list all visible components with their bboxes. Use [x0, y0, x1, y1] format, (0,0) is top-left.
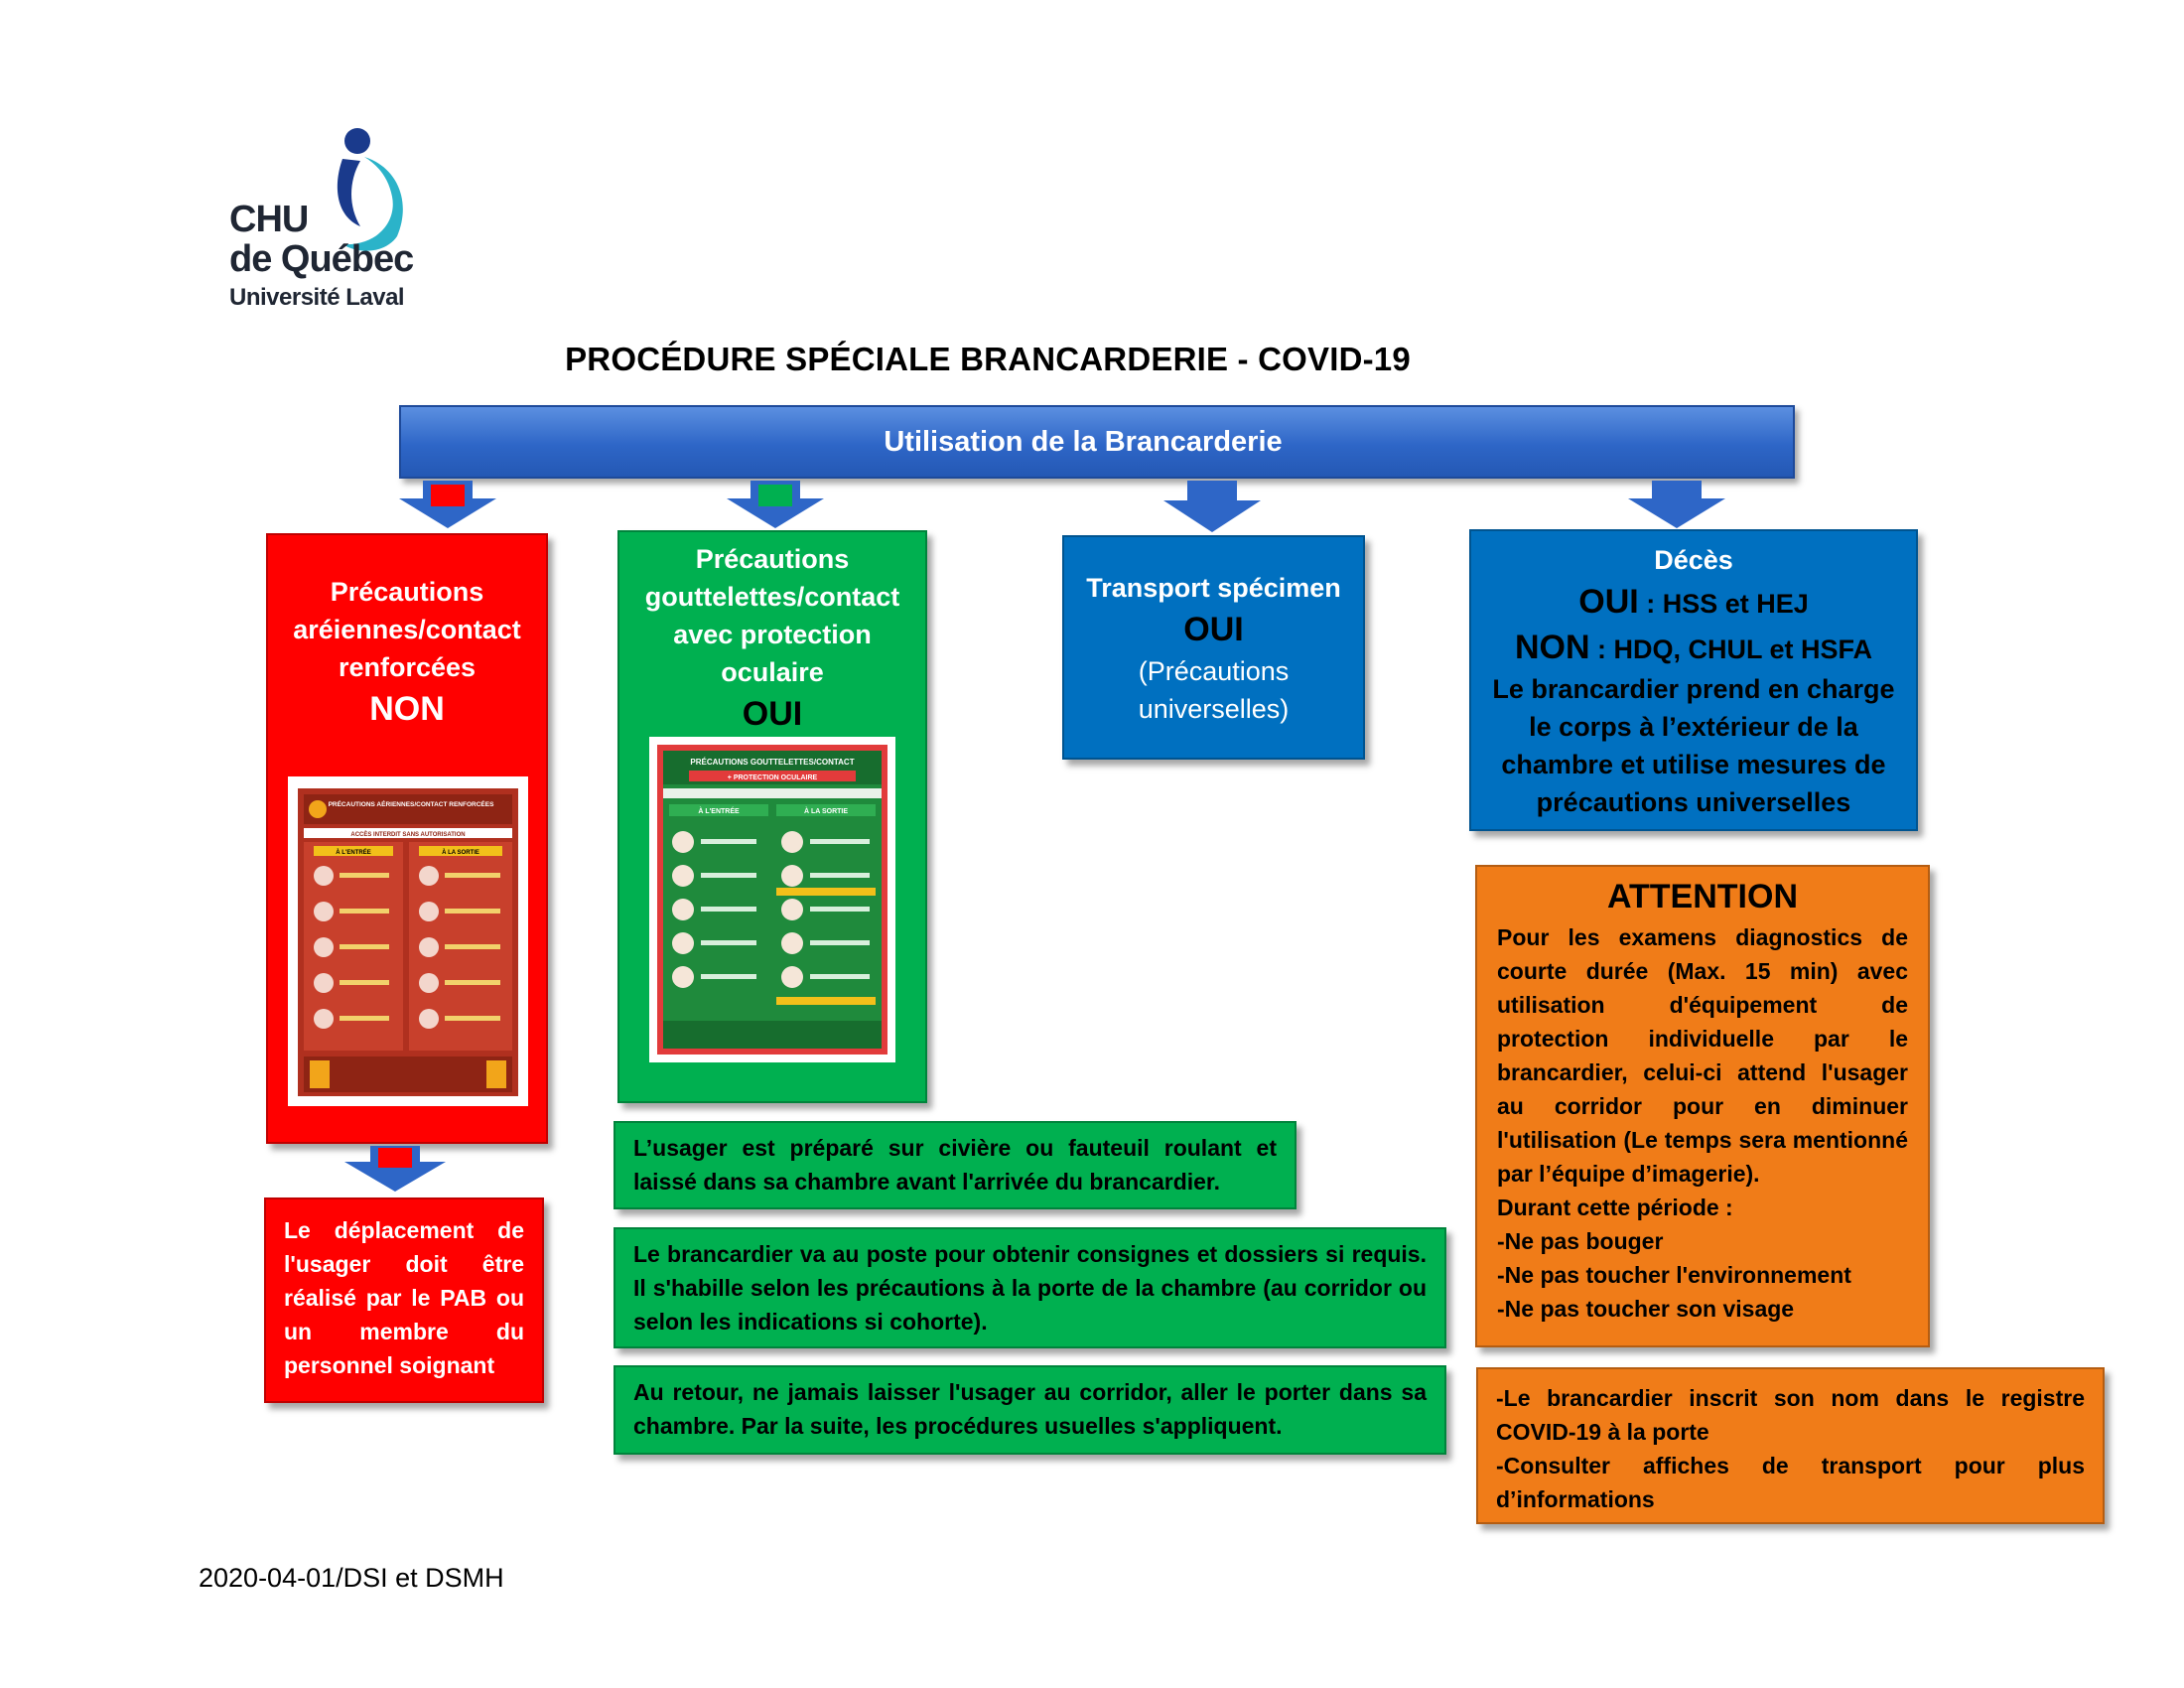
poster-red-col-left: À L'ENTRÉE: [336, 848, 370, 856]
attention-body: Pour les examens diagnostics de courte d…: [1497, 924, 1908, 1187]
deces-line-1: Le brancardier prend en charge: [1492, 674, 1895, 704]
deces-oui-sites: : HSS et HEJ: [1638, 589, 1809, 619]
step-box-3: Au retour, ne jamais laisser l'usager au…: [614, 1365, 1446, 1455]
specimen-title: Transport spécimen: [1086, 573, 1341, 603]
poster-green-title: PRÉCAUTIONS GOUTTELETTES/CONTACT: [690, 758, 854, 767]
attention-during: Durant cette période :: [1497, 1195, 1733, 1220]
attention-title: ATTENTION: [1606, 878, 1798, 915]
box-deces: Décès OUI : HSS et HEJ NON : HDQ, CHUL e…: [1469, 529, 1918, 831]
arrow-down-pab-icon: [344, 1146, 446, 1192]
droplet-line-4: oculaire: [721, 657, 824, 687]
box-registre: -Le brancardier inscrit son nom dans le …: [1476, 1367, 2105, 1524]
airborne-line-2: aréiennes/contact: [293, 615, 521, 644]
deces-non-sites: : HDQ, CHUL et HSFA: [1589, 634, 1873, 664]
arrow-down-deces-icon: [1628, 481, 1725, 528]
logo-text-universite: Université Laval: [229, 284, 405, 311]
droplet-line-1: Précautions: [695, 544, 850, 574]
deces-title: Décès: [1654, 545, 1733, 575]
poster-green-col-right: À LA SORTIE: [804, 806, 848, 815]
poster-red-subtitle: ACCÈS INTERDIT SANS AUTORISATION: [350, 830, 465, 838]
droplet-line-3: avec protection: [673, 620, 872, 649]
chu-logo: CHU de Québec Université Laval: [223, 127, 442, 326]
airborne-answer: NON: [369, 690, 445, 728]
deces-oui-line: OUI : HSS et HEJ: [1471, 579, 1916, 625]
box-transport-specimen: Transport spécimen OUI (Précautions univ…: [1062, 535, 1365, 760]
arrow-down-red-icon: [399, 481, 496, 528]
poster-green-subtitle: + PROTECTION OCULAIRE: [728, 774, 818, 781]
airborne-line-1: Précautions: [330, 577, 484, 607]
attention-item: -Ne pas bouger: [1497, 1228, 1664, 1254]
registre-line-2: -Consulter affiches de transport pour pl…: [1496, 1453, 2085, 1512]
poster-droplet: PRÉCAUTIONS GOUTTELETTES/CONTACT + PROTE…: [649, 737, 895, 1062]
step-box-2: Le brancardier va au poste pour obtenir …: [614, 1227, 1446, 1348]
deces-line-4: précautions universelles: [1536, 787, 1851, 817]
droplet-answer: OUI: [742, 695, 803, 733]
box-attention: ATTENTION Pour les examens diagnostics d…: [1475, 865, 1930, 1347]
deces-non-line: NON : HDQ, CHUL et HSFA: [1471, 625, 1916, 670]
attention-item: -Ne pas toucher son visage: [1497, 1296, 1795, 1322]
step-box-1: L’usager est préparé sur civière ou faut…: [614, 1121, 1297, 1209]
arrow-down-green-icon: [727, 481, 824, 528]
footer-date: 2020-04-01/DSI et DSMH: [199, 1563, 504, 1593]
top-bar-utilisation: Utilisation de la Brancarderie: [399, 405, 1795, 479]
box-pab-deplacement: Le déplacement de l'usager doit être réa…: [264, 1197, 544, 1403]
specimen-note-1: (Précautions: [1138, 656, 1290, 686]
attention-item: -Ne pas toucher l'environnement: [1497, 1262, 1851, 1288]
page-title: PROCÉDURE SPÉCIALE BRANCARDERIE - COVID-…: [565, 341, 1411, 377]
arrow-down-blue-icon: [1163, 481, 1261, 532]
poster-red-col-right: À LA SORTIE: [442, 849, 479, 856]
deces-line-3: chambre et utilise mesures de: [1501, 750, 1886, 779]
deces-oui: OUI: [1578, 583, 1639, 621]
logo-text-quebec: de Québec: [229, 238, 414, 280]
airborne-line-3: renforcées: [338, 652, 477, 682]
logo-figure-icon: [337, 128, 403, 251]
logo-text-chu: CHU: [229, 199, 309, 240]
deces-non: NON: [1514, 629, 1590, 666]
specimen-note-2: universelles): [1138, 694, 1290, 724]
deces-line-2: le corps à l’extérieur de la: [1529, 712, 1858, 742]
poster-green-col-left: À L'ENTRÉE: [698, 806, 740, 815]
poster-red-title: PRÉCAUTIONS AÉRIENNES/CONTACT RENFORCÉES: [329, 799, 495, 808]
droplet-line-2: gouttelettes/contact: [644, 582, 900, 612]
specimen-answer: OUI: [1183, 611, 1244, 648]
poster-airborne: PRÉCAUTIONS AÉRIENNES/CONTACT RENFORCÉES…: [288, 776, 528, 1106]
registre-line-1: -Le brancardier inscrit son nom dans le …: [1496, 1385, 2085, 1445]
